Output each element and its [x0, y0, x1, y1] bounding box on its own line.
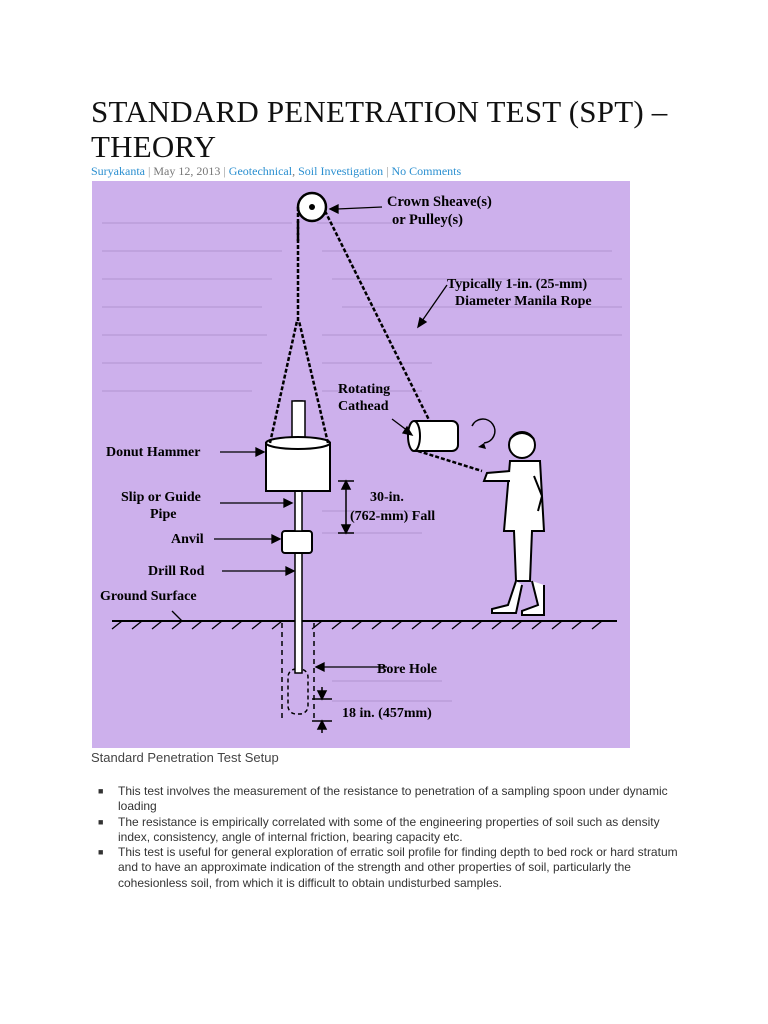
- ground-surface-line: [111, 620, 617, 630]
- author-link[interactable]: Suryakanta: [91, 164, 145, 178]
- label-ground-surface: Ground Surface: [100, 589, 197, 604]
- label-donut-hammer: Donut Hammer: [106, 445, 201, 460]
- bullet-marker: ■: [98, 847, 104, 858]
- meta-separator: |: [386, 164, 389, 178]
- comments-link[interactable]: No Comments: [391, 164, 462, 178]
- list-item-text: This test involves the measurement of th…: [118, 784, 668, 814]
- label-fall-distance: 30-in.: [370, 490, 404, 505]
- anvil: [281, 530, 313, 554]
- label-fall-metric: (762-mm) Fall: [350, 509, 435, 524]
- spt-setup-figure: Crown Sheave(s) or Pulley(s) Typically 1…: [92, 181, 630, 748]
- bullet-list: ■ This test involves the measurement of t…: [91, 784, 681, 891]
- list-item: ■ This test is useful for general explora…: [91, 845, 681, 891]
- donut-hammer: [265, 436, 331, 492]
- list-item: ■ The resistance is empirically correlate…: [91, 815, 681, 846]
- label-rotating: Rotating: [338, 382, 390, 397]
- label-slip-guide: Slip or Guide: [121, 490, 201, 505]
- label-anvil: Anvil: [171, 532, 204, 547]
- fall-dimension: [338, 479, 354, 535]
- label-depth: 18 in. (457mm): [342, 706, 432, 721]
- operator-figure: [482, 431, 546, 616]
- post-date: May 12, 2013: [153, 164, 221, 178]
- hammer-ropes: [268, 221, 330, 444]
- label-rope-size: Typically 1-in. (25-mm): [447, 277, 587, 292]
- label-drill-rod: Drill Rod: [148, 564, 205, 579]
- page-title: STANDARD PENETRATION TEST (SPT) – THEORY: [91, 94, 668, 164]
- drill-rod: [294, 552, 303, 674]
- faint-background-text: [102, 222, 622, 702]
- rotating-cathead: [407, 418, 496, 452]
- category-separator: ,: [292, 164, 296, 178]
- leader-arrows: [171, 203, 448, 673]
- manila-rope: [323, 210, 434, 427]
- list-item: ■ This test involves the measurement of t…: [91, 784, 681, 815]
- bullet-marker: ■: [98, 816, 104, 827]
- meta-separator: |: [223, 164, 226, 178]
- list-item-text: The resistance is empirically correlated…: [118, 814, 660, 844]
- label-pulley: or Pulley(s): [392, 212, 463, 228]
- label-rope-type: Diameter Manila Rope: [455, 294, 592, 309]
- label-bore-hole: Bore Hole: [377, 662, 437, 677]
- depth-dimension: [312, 687, 332, 733]
- meta-separator: |: [147, 164, 151, 178]
- figure-caption: Standard Penetration Test Setup: [91, 750, 279, 765]
- category-link-soil-investigation[interactable]: Soil Investigation: [298, 164, 384, 178]
- post-meta: Suryakanta | May 12, 2013 | Geotechnical…: [91, 164, 461, 179]
- list-item-text: This test is useful for general explorat…: [118, 845, 678, 890]
- label-cathead: Cathead: [338, 399, 389, 414]
- label-pipe: Pipe: [150, 507, 176, 522]
- label-crown-sheave: Crown Sheave(s): [387, 194, 492, 210]
- crown-sheave: [296, 191, 328, 223]
- category-link-geotechnical[interactable]: Geotechnical: [228, 164, 293, 178]
- bullet-marker: ■: [98, 786, 104, 796]
- spt-diagram: Crown Sheave(s) or Pulley(s) Typically 1…: [100, 191, 622, 733]
